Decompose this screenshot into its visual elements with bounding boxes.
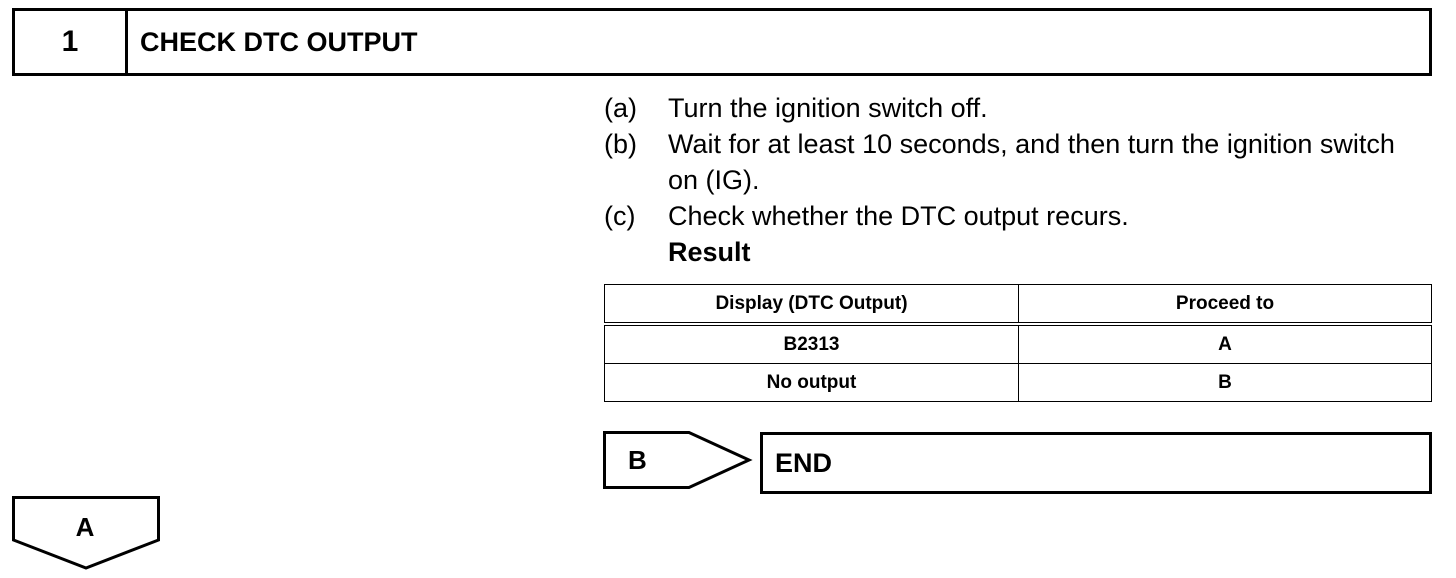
step-header: 1 CHECK DTC OUTPUT <box>12 8 1432 76</box>
instruction-label: (c) <box>604 201 636 231</box>
result-table: Display (DTC Output) Proceed to B2313 A … <box>604 284 1432 402</box>
end-box: END <box>760 432 1432 494</box>
column-header: Proceed to <box>1018 284 1432 326</box>
table-cell: A <box>1018 323 1432 364</box>
instruction-item: (c) Check whether the DTC output recurs. <box>604 198 1424 234</box>
instruction-item: (a) Turn the ignition switch off. <box>604 90 1424 126</box>
instruction-label: (a) <box>604 93 637 123</box>
column-header: Display (DTC Output) <box>604 284 1019 326</box>
instruction-list: (a) Turn the ignition switch off. (b) Wa… <box>604 90 1424 234</box>
branch-a-label: A <box>75 512 95 542</box>
table-cell: B <box>1018 363 1432 402</box>
instruction-text: Check whether the DTC output recurs. <box>668 201 1129 231</box>
table-row: B2313 A <box>604 323 1432 364</box>
branch-b-arrow-icon <box>603 431 753 489</box>
branch-a-arrow-icon <box>12 496 160 570</box>
result-heading: Result <box>668 237 751 267</box>
table-header-row: Display (DTC Output) Proceed to <box>604 284 1432 326</box>
instruction-item: (b) Wait for at least 10 seconds, and th… <box>604 126 1424 198</box>
table-cell: B2313 <box>604 323 1019 364</box>
instruction-text: Turn the ignition switch off. <box>668 93 988 123</box>
step-title: CHECK DTC OUTPUT <box>140 26 418 57</box>
instruction-label: (b) <box>604 129 637 159</box>
table-cell: No output <box>604 363 1019 402</box>
branch-b-label: B <box>628 445 647 475</box>
table-row: No output B <box>604 363 1432 402</box>
step-number: 1 <box>15 11 128 73</box>
instruction-text: Wait for at least 10 seconds, and then t… <box>668 129 1395 195</box>
